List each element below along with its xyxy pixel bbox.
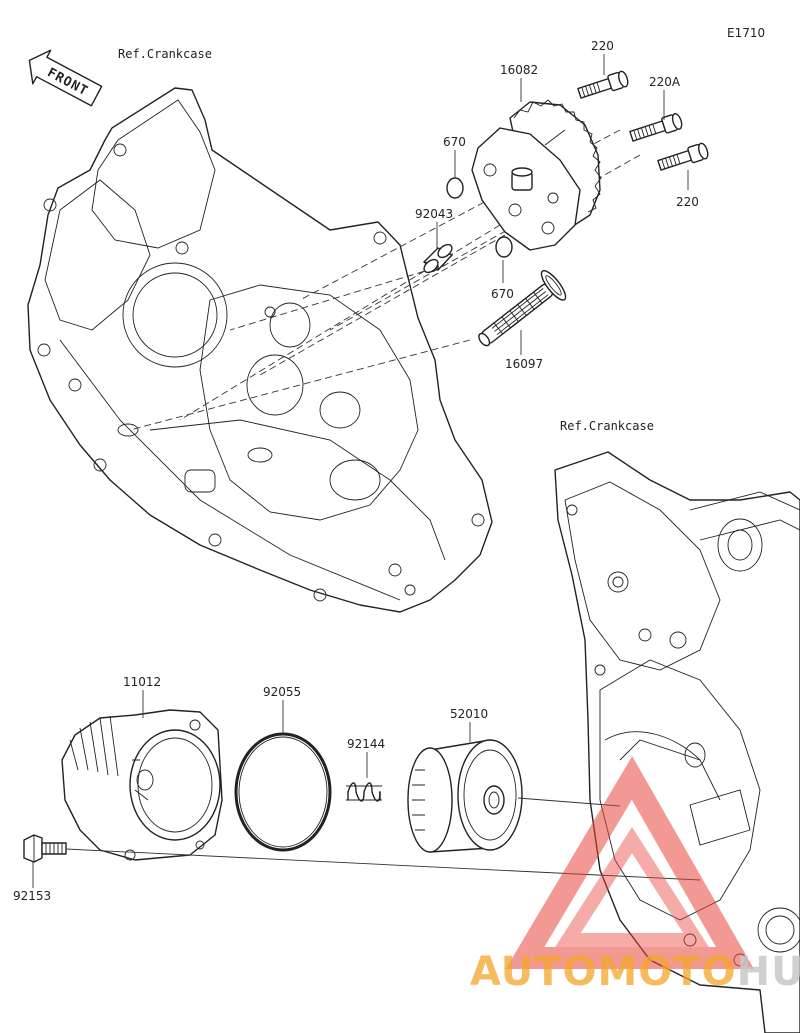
part-label-670-top: 670 bbox=[443, 135, 466, 149]
o-ring-670-lower bbox=[495, 236, 513, 258]
front-arrow-icon: FRONT bbox=[28, 49, 103, 107]
part-label-11012: 11012 bbox=[123, 675, 161, 689]
bolt-92153 bbox=[23, 834, 67, 863]
part-label-92144: 92144 bbox=[347, 737, 385, 751]
o-ring-92055-inner bbox=[238, 736, 328, 848]
part-label-52010: 52010 bbox=[450, 707, 488, 721]
part-label-92055: 92055 bbox=[263, 685, 301, 699]
part-label-220-bottom: 220 bbox=[676, 195, 699, 209]
part-label-16097: 16097 bbox=[505, 357, 543, 371]
dowel-pin-92043 bbox=[423, 243, 453, 274]
diagram-code: E1710 bbox=[727, 26, 765, 40]
watermark-logo: AUTOMOTOHUB bbox=[470, 756, 800, 995]
oil-filter-cover-11012 bbox=[61, 709, 223, 861]
oil-strainer-16097 bbox=[478, 270, 567, 347]
part-label-92153: 92153 bbox=[13, 889, 51, 903]
oil-filter-52010 bbox=[407, 739, 523, 853]
ref-label-crankcase-lower: Ref.Crankcase bbox=[560, 419, 654, 433]
bolt-220-lower bbox=[657, 142, 709, 171]
watermark-text: AUTOMOTOHUB bbox=[470, 949, 800, 995]
o-ring-670-upper bbox=[446, 177, 464, 199]
crankcase-upper bbox=[27, 87, 493, 613]
bolt-220a bbox=[629, 113, 683, 142]
bolt-220-upper bbox=[577, 70, 629, 99]
part-label-220-top: 220 bbox=[591, 39, 614, 53]
part-label-92043: 92043 bbox=[415, 207, 453, 221]
part-label-220a: 220A bbox=[649, 75, 681, 89]
ref-label-crankcase-upper: Ref.Crankcase bbox=[118, 47, 212, 61]
o-ring-92055 bbox=[234, 732, 332, 852]
oil-pump-16082 bbox=[471, 99, 602, 251]
alignment-lines-lower bbox=[65, 797, 701, 881]
spring-92144 bbox=[346, 782, 382, 802]
part-label-16082: 16082 bbox=[500, 63, 538, 77]
leader-lines bbox=[32, 54, 689, 888]
part-label-670-bottom: 670 bbox=[491, 287, 514, 301]
crankcase-lower bbox=[554, 451, 800, 1033]
